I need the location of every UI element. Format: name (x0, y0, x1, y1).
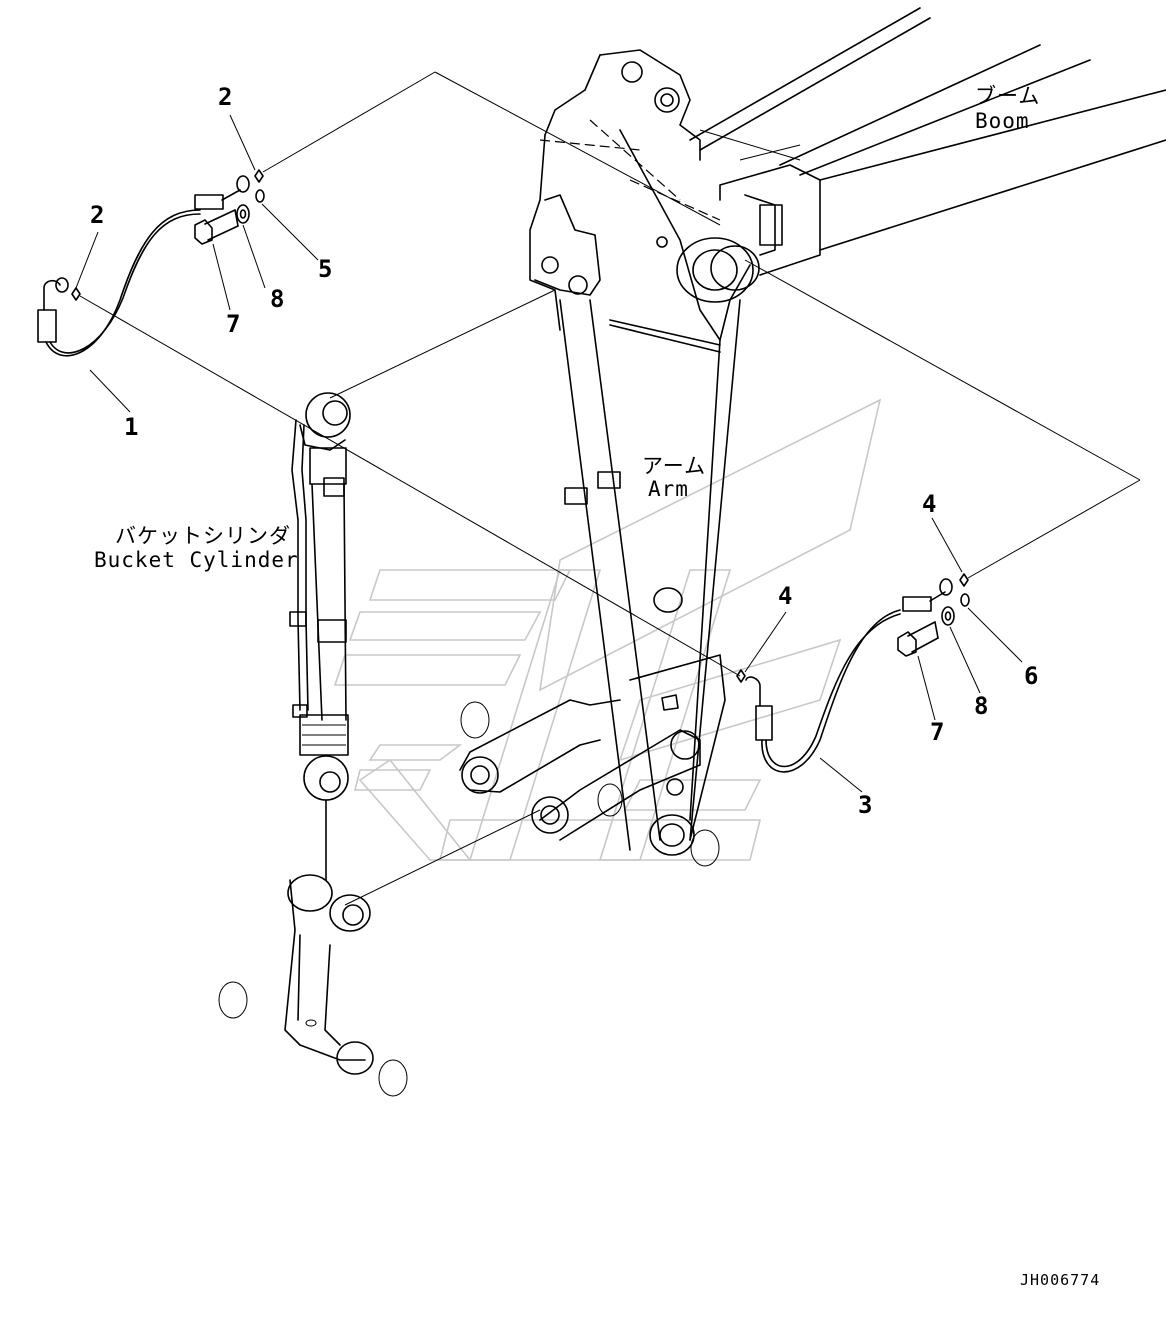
leader-lines (75, 114, 1023, 793)
plug-2-left (71, 287, 81, 301)
callout-8-right: 8 (974, 692, 988, 720)
bucket-cylinder (289, 392, 351, 881)
grease-hose-3 (745, 578, 953, 773)
arm-label-jp: アーム (642, 454, 706, 478)
bolt-7-left (194, 209, 239, 245)
callout-1: 1 (124, 413, 138, 441)
reference-lines (79, 71, 1141, 906)
washer-8-left (236, 204, 250, 224)
plug-4-arm (736, 669, 746, 683)
bucket-cylinder-label-jp: バケットシリンダ (115, 524, 291, 548)
boom-label-jp: ブーム (975, 84, 1040, 108)
arm-label-en: Arm (648, 477, 689, 501)
bucket-link (218, 874, 408, 1097)
plug-4-right (959, 573, 969, 587)
callout-7-right: 7 (930, 718, 944, 746)
boom (689, 7, 1166, 276)
drawing-code: JH006774 (1020, 1271, 1100, 1289)
grease-hose-1 (37, 175, 250, 357)
plug-2-top (254, 169, 264, 183)
callout-2-left: 2 (90, 201, 104, 229)
boom-label-en: Boom (975, 109, 1030, 133)
ring-5 (255, 189, 265, 203)
washer-8-right (941, 606, 955, 626)
callout-3: 3 (858, 791, 872, 819)
callout-8-left: 8 (270, 285, 284, 313)
callout-7-left: 7 (226, 310, 240, 338)
callout-2-top: 2 (218, 83, 232, 111)
callout-4-arm: 4 (778, 582, 792, 610)
ring-6 (960, 593, 970, 607)
watermark-logo (333, 398, 882, 861)
callout-6: 6 (1024, 662, 1038, 690)
bolt-7-right (897, 621, 939, 657)
arm (459, 49, 760, 867)
callout-5: 5 (318, 255, 332, 283)
bucket-cylinder-label-en: Bucket Cylinder (94, 548, 299, 572)
callout-4-right: 4 (922, 490, 936, 518)
